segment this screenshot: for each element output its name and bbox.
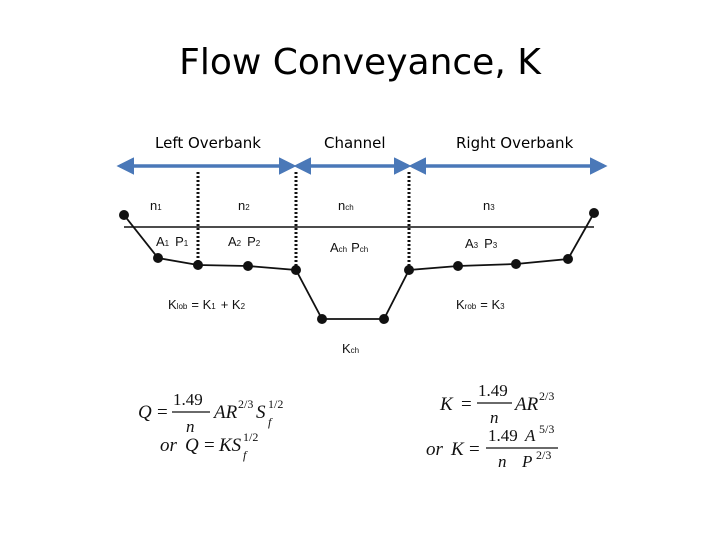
ground-point	[563, 254, 573, 264]
n2-label: n2	[238, 198, 250, 213]
n-denominator-2: n	[490, 408, 499, 427]
equals-sign-4: =	[469, 439, 480, 460]
ground-points	[119, 208, 599, 324]
a-term: A	[524, 426, 536, 445]
ground-point	[153, 253, 163, 263]
coef-numerator-3: 1.49	[488, 426, 518, 445]
or-text: or	[160, 435, 178, 456]
exp-two-thirds: 2/3	[238, 397, 253, 411]
ground-profile	[123, 212, 595, 320]
left-overbank-label: Left Overbank	[155, 134, 261, 152]
n-denominator-3: n	[498, 452, 507, 471]
nch-label: nch	[338, 198, 354, 213]
ground-point	[453, 261, 463, 271]
exp-half: 1/2	[268, 397, 283, 411]
krob-equation: Krob= K3	[456, 297, 505, 312]
q-symbol: Q	[138, 402, 152, 423]
ground-point	[291, 265, 301, 275]
ground-point	[379, 314, 389, 324]
k-symbol-2: K	[450, 439, 465, 460]
right-formulas: K = 1.49 n AR 2/3 or K = 1.49 A 5/3 n P …	[426, 381, 558, 471]
ground-point	[511, 259, 521, 269]
coef-numerator-2: 1.49	[478, 381, 508, 400]
equals-sign-2: =	[204, 435, 215, 456]
ground-point	[243, 261, 253, 271]
n3-label: n3	[483, 198, 495, 213]
q-symbol-2: Q	[185, 435, 199, 456]
s-term: S	[256, 402, 266, 423]
ground-point	[119, 210, 129, 220]
exp-two-thirds-2: 2/3	[539, 389, 554, 403]
or-text-2: or	[426, 439, 444, 460]
ground-point	[589, 208, 599, 218]
ground-point	[193, 260, 203, 270]
k-symbol: K	[439, 394, 454, 415]
equals-sign: =	[157, 402, 168, 423]
left-formulas: Q = 1.49 n AR 2/3 S 1/2 f or Q = KS 1/2 …	[138, 390, 283, 462]
ar-term-2: AR	[513, 394, 539, 415]
p-term: P	[521, 452, 532, 471]
kch-label: Kch	[342, 341, 359, 356]
klob-equation: Klob= K1+ K2	[168, 297, 246, 312]
coef-numerator: 1.49	[173, 390, 203, 409]
right-overbank-label: Right Overbank	[456, 134, 574, 152]
page-title: Flow Conveyance, K	[179, 42, 541, 83]
exp-two-thirds-3: 2/3	[536, 448, 551, 462]
exp-half-2: 1/2	[243, 430, 258, 444]
ks-term: KS	[218, 435, 242, 456]
sub-f: f	[268, 415, 273, 429]
exp-five-thirds: 5/3	[539, 422, 554, 436]
n1-label: n1	[150, 198, 162, 213]
n-denominator: n	[186, 417, 195, 436]
sub-f-2: f	[243, 448, 248, 462]
ground-point	[404, 265, 414, 275]
ground-point	[317, 314, 327, 324]
ar-term: AR	[212, 402, 238, 423]
equals-sign-3: =	[461, 394, 472, 415]
channel-label: Channel	[324, 134, 386, 152]
